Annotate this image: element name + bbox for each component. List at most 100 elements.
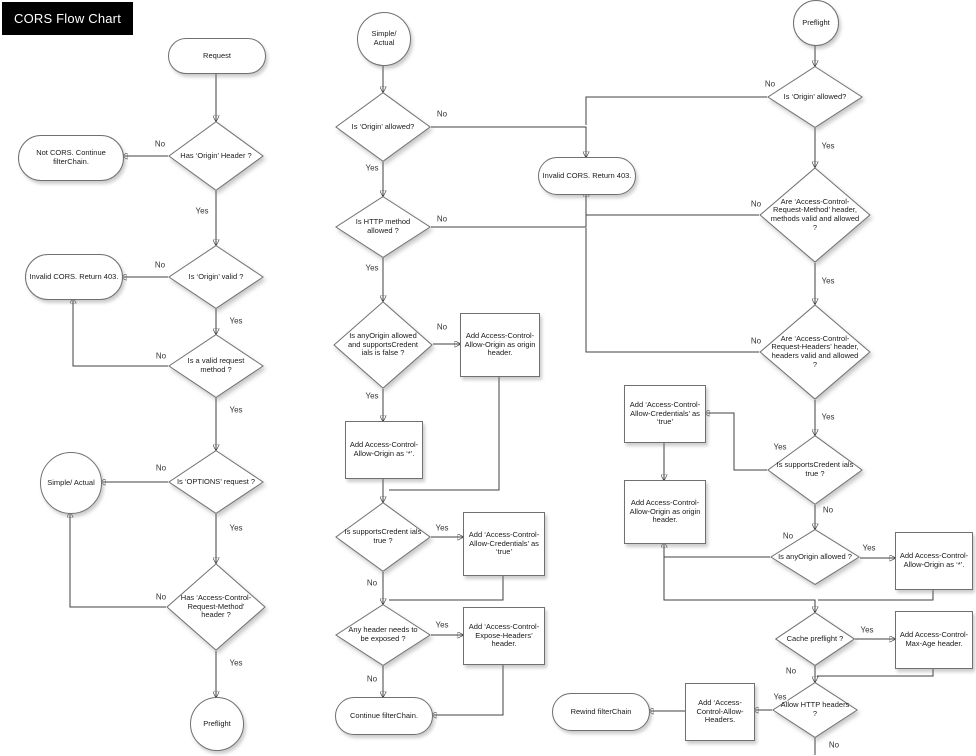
edge-label-yes: Yes: [434, 523, 450, 533]
diamond-shape: [335, 502, 431, 572]
process-add-origin-star-c2: Add Access-Control-Allow-Origin as ‘*’.: [345, 421, 423, 479]
decision-c3-supports-cred: Is supportsCredent ials true ?: [767, 435, 863, 505]
decision-acrm-valid-label: Are ‘Access-Control-Request-Method’ head…: [770, 196, 860, 232]
decision-origin-valid-label: Is ‘Origin’ valid ?: [188, 271, 244, 281]
decision-c3-supports-cred-label: Is supportsCredent ials true ?: [776, 460, 854, 478]
decision-header-exposed-label: Any header needs to be exposed ?: [348, 625, 418, 643]
node-invalid-cors-center: Invalid CORS. Return 403.: [538, 157, 636, 195]
decision-anyorigin-cred-false-label: Is anyOrigin allowed and supportsCredent…: [347, 331, 419, 358]
process-add-allow-headers-label: Add ‘Access-Control-Allow-Headers.: [696, 698, 744, 725]
diamond-shape: [335, 604, 431, 666]
edge-label-yes: Yes: [861, 543, 877, 553]
decision-has-origin-header-label: Has ‘Origin’ Header ?: [180, 150, 252, 160]
edge-label-yes: Yes: [772, 442, 788, 452]
node-request: Request: [168, 38, 266, 74]
edge-label-no: No: [784, 666, 798, 676]
edge-label-no: No: [154, 592, 168, 602]
decision-valid-method: Is a valid request method ?: [168, 334, 264, 398]
process-add-credentials-c2: Add ‘Access-Control-Allow-Credentials’ a…: [463, 512, 545, 576]
decision-acrh-valid: Are ‘Access-Control-Request-Headers’ hea…: [759, 304, 871, 400]
diamond-shape: [333, 301, 433, 389]
diamond-shape: [335, 92, 431, 162]
edge-label-no: No: [153, 260, 167, 270]
decision-anyorigin-cred-false: Is anyOrigin allowed and supportsCredent…: [333, 301, 433, 389]
diamond-shape: [775, 612, 855, 666]
edge-acrm-no: [585, 206, 759, 216]
edge-label-no: No: [821, 505, 835, 515]
decision-acrh-valid-label: Are ‘Access-Control-Request-Headers’ hea…: [771, 333, 859, 369]
decision-c3-anyorigin-allowed-label: Is anyOrigin allowed ?: [778, 551, 852, 561]
edge-label-yes: Yes: [228, 316, 244, 326]
decision-cache-preflight: Cache preflight ?: [775, 612, 855, 666]
edge-credentials-merge: [389, 574, 504, 601]
node-not-cors-label: Not CORS. Continue filterChain.: [36, 148, 106, 166]
process-add-origin-header-c2: Add Access-Control-Allow-Origin as origi…: [460, 313, 540, 377]
decision-options-request-label: Is ‘OPTIONS’ request ?: [176, 476, 256, 486]
edge-label-yes: Yes: [364, 263, 380, 273]
edge-c2-originallowed-no: [431, 126, 586, 157]
edge-acrh-no: [585, 228, 759, 353]
diamond-shape: [166, 563, 266, 651]
edge-label-no: No: [827, 740, 841, 750]
diamond-shape: [168, 245, 264, 309]
process-add-origin-header-c3: Add Access-Control-Allow-Origin as origi…: [624, 480, 706, 544]
process-add-expose-headers: Add ‘Access-Control-Expose-Headers’ head…: [463, 607, 545, 665]
edge-validmethod-no: [73, 298, 168, 367]
edge-c3-supportscred-yes: [704, 413, 767, 471]
diamond-shape: [759, 167, 871, 263]
edge-originheader-merge: [389, 375, 500, 491]
node-invalid-cors-left-label: Invalid CORS. Return 403.: [29, 271, 119, 281]
node-simple-actual-start-label: Simple/ Actual: [371, 29, 397, 47]
decision-http-method-allowed: Is HTTP method allowed ?: [335, 196, 431, 258]
edge-label-yes: Yes: [194, 206, 210, 216]
edge-c3-anyorigin-no: [664, 542, 770, 558]
decision-options-request: Is ‘OPTIONS’ request ?: [168, 450, 264, 514]
process-add-origin-header-c3-label: Add Access-Control-Allow-Origin as origi…: [629, 498, 701, 525]
edge-label-no: No: [154, 351, 168, 361]
edge-label-no: No: [749, 199, 763, 209]
node-preflight-start-label: Preflight: [802, 17, 830, 27]
edge-exposeheaders-to-continue: [431, 663, 504, 715]
edge-maxage-merge: [817, 667, 934, 677]
decision-c3-origin-allowed-label: Is ‘Origin’ allowed?: [783, 91, 847, 101]
decision-acrm-valid: Are ‘Access-Control-Request-Method’ head…: [759, 167, 871, 263]
edge-label-yes: Yes: [772, 692, 788, 702]
edge-label-yes: Yes: [820, 412, 836, 422]
decision-c2-supports-cred-label: Is supportsCredent ials true ?: [344, 527, 422, 545]
decision-valid-method-label: Is a valid request method ?: [187, 356, 245, 374]
decision-http-method-allowed-label: Is HTTP method allowed ?: [355, 217, 411, 235]
diamond-shape: [767, 66, 863, 128]
diamond-shape: [168, 121, 264, 191]
decision-cache-preflight-label: Cache preflight ?: [786, 633, 844, 643]
node-not-cors: Not CORS. Continue filterChain.: [18, 135, 124, 181]
edge-label-yes: Yes: [364, 163, 380, 173]
edge-label-yes: Yes: [859, 625, 875, 635]
diamond-shape: [759, 304, 871, 400]
node-rewind-filterchain-label: Rewind filterChain: [570, 706, 632, 716]
node-continue-filterchain: Continue filterChain.: [335, 697, 433, 735]
process-add-allow-headers: Add ‘Access-Control-Allow-Headers.: [685, 683, 755, 741]
edge-label-yes: Yes: [228, 405, 244, 415]
diamond-shape: [767, 435, 863, 505]
diamond-shape: [335, 196, 431, 258]
process-add-credentials-c3-label: Add ‘Access-Control-Allow-Credentials’ a…: [629, 400, 701, 427]
edge-label-no: No: [749, 336, 763, 346]
node-invalid-cors-left: Invalid CORS. Return 403.: [25, 254, 123, 300]
decision-has-acrm-header: Has ‘Access-Control-Request-Method’ head…: [166, 563, 266, 651]
process-add-origin-header-c2-label: Add Access-Control-Allow-Origin as origi…: [464, 331, 536, 358]
edge-label-no: No: [365, 674, 379, 684]
decision-c2-origin-allowed: Is ‘Origin’ allowed?: [335, 92, 431, 162]
edge-label-yes: Yes: [364, 391, 380, 401]
edge-label-no: No: [154, 463, 168, 473]
diamond-shape: [168, 334, 264, 398]
edge-originheader-to-cache: [663, 542, 815, 612]
edge-label-no: No: [781, 531, 795, 541]
edge-label-no: No: [763, 79, 777, 89]
process-add-origin-star-c3-label: Add Access-Control-Allow-Origin as ‘*’.: [899, 551, 969, 569]
node-continue-filterchain-label: Continue filterChain.: [350, 710, 418, 720]
decision-header-exposed: Any header needs to be exposed ?: [335, 604, 431, 666]
decision-allow-http-headers: Allow HTTP headers ?: [772, 682, 858, 738]
decision-origin-valid: Is ‘Origin’ valid ?: [168, 245, 264, 309]
